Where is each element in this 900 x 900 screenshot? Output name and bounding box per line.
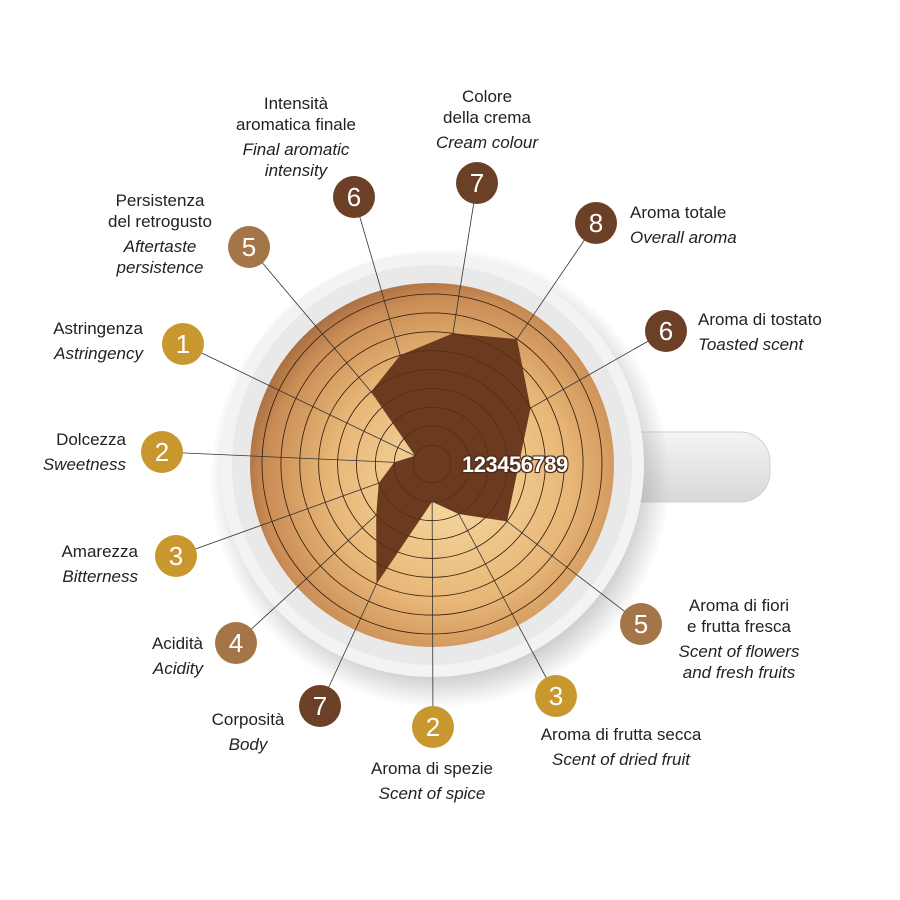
- axis-label-italian: aromatica finale: [235, 115, 357, 134]
- axis-line: [431, 463, 434, 728]
- axis-label-english: intensity: [264, 161, 328, 180]
- grid-ring-overlay: [337, 369, 527, 559]
- value-badge: 3: [535, 675, 577, 717]
- scale-tick-label: 2: [473, 452, 486, 477]
- grid-ring-overlay: [280, 312, 584, 616]
- scale-tick-label: 9: [556, 452, 568, 477]
- axis-label-italian: Aroma di fiori: [688, 596, 790, 615]
- axis-label-english: Scent of dried fruit: [552, 750, 690, 769]
- axis-label-english: Final aromatic: [242, 140, 350, 159]
- axis-label-english: Acidity: [152, 659, 203, 678]
- axis-label-italian: Aroma di spezie: [371, 759, 493, 778]
- axis-label-italian: e frutta fresca: [687, 617, 791, 636]
- scale-tick-label: 6: [520, 452, 533, 477]
- value-badge: 5: [620, 603, 662, 645]
- axis-label-italian: Dolcezza: [56, 430, 126, 449]
- axis-label-english: Body: [228, 735, 268, 754]
- scale-tick-label: 8: [544, 452, 556, 477]
- axis-label-english: Sweetness: [42, 455, 126, 474]
- axis-label-italian: Acidità: [151, 634, 203, 653]
- scale-tick-label: 4: [497, 452, 509, 477]
- axis-line: [182, 343, 433, 465]
- axis-line: [161, 451, 433, 465]
- radar-polygon: [371, 333, 531, 584]
- grid-ring-overlay: [261, 293, 603, 635]
- value-badge: 7: [456, 162, 498, 204]
- axis-label-english: and fresh fruits: [682, 663, 796, 682]
- value-badge: 6: [645, 310, 687, 352]
- axis-label-italian: Aroma di tostato: [698, 310, 822, 329]
- value-badge: 8: [575, 202, 617, 244]
- axis-label-italian: Intensità: [263, 94, 329, 113]
- axis-label-italian: Corposità: [211, 710, 285, 729]
- value-badge: 2: [141, 431, 183, 473]
- axis-label-italian: della crema: [443, 108, 531, 127]
- value-badge: 6: [333, 176, 375, 218]
- axis-label-italian: Aroma di frutta secca: [540, 725, 702, 744]
- scale-tick-label: 3: [485, 452, 498, 477]
- axis-label-italian: Astringenza: [53, 319, 143, 338]
- axis-label-english: Astringency: [54, 344, 143, 363]
- grid-ring-overlay: [375, 407, 489, 521]
- value-badge: 1: [162, 323, 204, 365]
- value-badge: 3: [155, 535, 197, 577]
- axis-label-english: Cream colour: [435, 133, 539, 152]
- grid-ring-overlay: [412, 444, 452, 484]
- axis-label-italian: Persistenza: [115, 191, 205, 210]
- axis-label-italian: Amarezza: [61, 542, 138, 561]
- axis-label-italian: Colore: [461, 87, 513, 106]
- scale-tick-label: 1: [462, 452, 474, 477]
- value-badge: 5: [228, 226, 270, 268]
- grid-ring-overlay: [393, 425, 471, 503]
- grid-ring-overlay: [318, 350, 546, 578]
- axis-label-italian: Aroma totale: [630, 203, 727, 222]
- scale-ticks: 123456789: [462, 452, 568, 478]
- axis-label-english: Overall aroma: [630, 228, 737, 247]
- scale-tick-label: 7: [532, 452, 545, 477]
- axis-label-english: Scent of flowers: [678, 642, 800, 661]
- axis-label-english: Toasted scent: [698, 335, 804, 354]
- axis-label-italian: del retrogusto: [108, 212, 212, 231]
- value-badge: 7: [299, 685, 341, 727]
- value-badge: 2: [412, 706, 454, 748]
- value-badge: 4: [215, 622, 257, 664]
- axis-label-english: Scent of spice: [378, 784, 486, 803]
- axis-label-english: persistence: [116, 258, 204, 277]
- grid-ring-overlay: [299, 331, 565, 597]
- grid-ring-overlay: [356, 388, 508, 540]
- scale-tick-label: 5: [509, 452, 521, 477]
- axis-label-english: Aftertaste: [123, 237, 197, 256]
- axis-label-english: Bitterness: [62, 567, 138, 586]
